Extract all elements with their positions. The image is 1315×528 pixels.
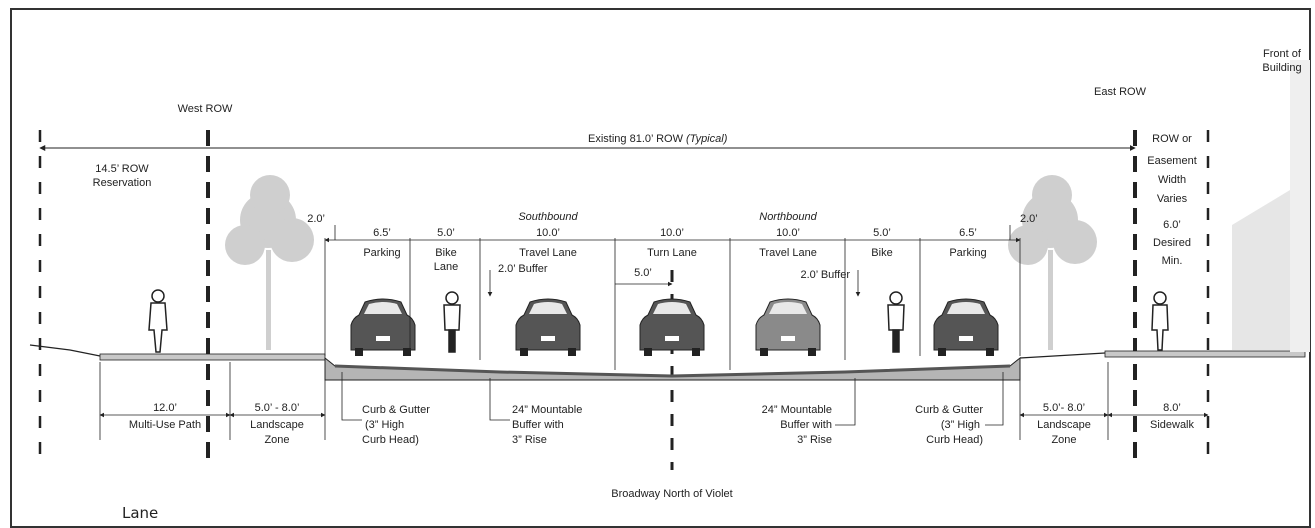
easement-label-3: Width [1158,174,1186,186]
car-parking-west-icon [350,298,416,356]
parking-east-label: Parking [949,247,986,259]
curb-west-label-1: Curb & Gutter [362,404,430,416]
easement-label-4: Varies [1157,193,1188,205]
buffer-west-label: 2.0’ Buffer [498,263,548,275]
curb-west-label-2: (3” High [365,419,404,431]
landscape-west-label-2: Zone [264,434,289,446]
northbound-lane-label: Travel Lane [759,247,817,259]
bottom-labels: 12.0’ Multi-Use Path 5.0’ - 8.0’ Landsca… [129,402,1195,500]
easement-label-1: ROW or [1152,133,1192,145]
landscape-west-label-1: Landscape [250,419,304,431]
southbound-lane-dim: 10.0’ [536,227,560,239]
curb-east-label-1: Curb & Gutter [915,404,983,416]
top-labels: West ROW East ROW Front of Building Exis… [93,48,1302,281]
stray-lane-text: Lane [122,504,159,522]
ground-profile [29,60,1310,381]
car-northbound-icon [755,298,821,356]
mountable-east-label-1: 24” Mountable [762,404,832,416]
car-parking-east-icon [933,298,999,356]
tree-east [1008,175,1097,350]
median-half-dim: 5.0’ [634,267,652,279]
building-facade [1232,190,1290,350]
front-building-label-2: Building [1262,62,1301,74]
bike-west-label-2: Lane [434,261,458,273]
bike-west-dim: 5.0’ [437,227,455,239]
southbound-label: Southbound [518,211,578,223]
row-lines [38,130,1210,470]
existing-row-typical: (Typical) [686,133,728,145]
cyclist-east-icon [887,291,905,353]
easement-label-2: Easement [1147,155,1197,167]
southbound-lane-label: Travel Lane [519,247,577,259]
tree-west [225,175,314,350]
gutter-east-dim: 2.0’ [1020,213,1038,225]
car-southbound-icon [515,298,581,356]
landscape-east-label-1: Landscape [1037,419,1091,431]
multi-use-path-dim: 12.0’ [153,402,177,414]
mountable-east-label-3: 3” Rise [797,434,832,446]
northbound-lane-dim: 10.0’ [776,227,800,239]
turn-lane-label: Turn Lane [647,247,697,259]
mountable-west-label-3: 3” Rise [512,434,547,446]
figure-caption: Broadway North of Violet [611,488,732,500]
pedestrian-east-icon [1151,291,1169,351]
east-row-label: East ROW [1094,86,1147,98]
bike-east-label: Bike [871,247,892,259]
turn-lane-dim: 10.0’ [660,227,684,239]
sidewalk-dim: 8.0’ [1163,402,1181,414]
curb-east-label-2: (3” High [941,419,980,431]
west-row-label: West ROW [178,103,233,115]
parking-east-dim: 6.5’ [959,227,977,239]
sidewalk-label: Sidewalk [1150,419,1195,431]
building-wall [1290,60,1310,352]
parking-west-dim: 6.5’ [373,227,391,239]
landscape-east-label-2: Zone [1051,434,1076,446]
gutter-west-dim: 2.0’ [307,213,325,225]
easement-label-5: 6.0’ [1163,219,1181,231]
existing-row-label: Existing 81.0’ ROW [588,133,684,145]
buffer-east-label: 2.0’ Buffer [800,269,850,281]
mountable-west-label-1: 24” Mountable [512,404,582,416]
bike-west-label-1: Bike [435,247,456,259]
cyclist-west-icon [443,291,461,353]
extension-lines [99,225,1209,440]
parking-west-label: Parking [363,247,400,259]
mountable-west-label-2: Buffer with [512,419,564,431]
car-turn-lane-icon [639,298,705,356]
pedestrian-west-icon [148,289,168,353]
northbound-label: Northbound [759,211,817,223]
multi-use-path-label: Multi-Use Path [129,419,201,431]
curb-east-label-3: Curb Head) [926,434,983,446]
front-building-label-1: Front of [1263,48,1302,60]
bike-east-dim: 5.0’ [873,227,891,239]
reservation-label-2: Reservation [93,177,152,189]
curb-west-label-3: Curb Head) [362,434,419,446]
mountable-east-label-2: Buffer with [780,419,832,431]
landscape-east-dim: 5.0’- 8.0’ [1043,402,1085,414]
easement-label-7: Min. [1162,255,1183,267]
easement-label-6: Desired [1153,237,1191,249]
reservation-label-1: 14.5’ ROW [95,163,149,175]
landscape-west-dim: 5.0’ - 8.0’ [255,402,300,414]
vehicles [350,298,999,356]
